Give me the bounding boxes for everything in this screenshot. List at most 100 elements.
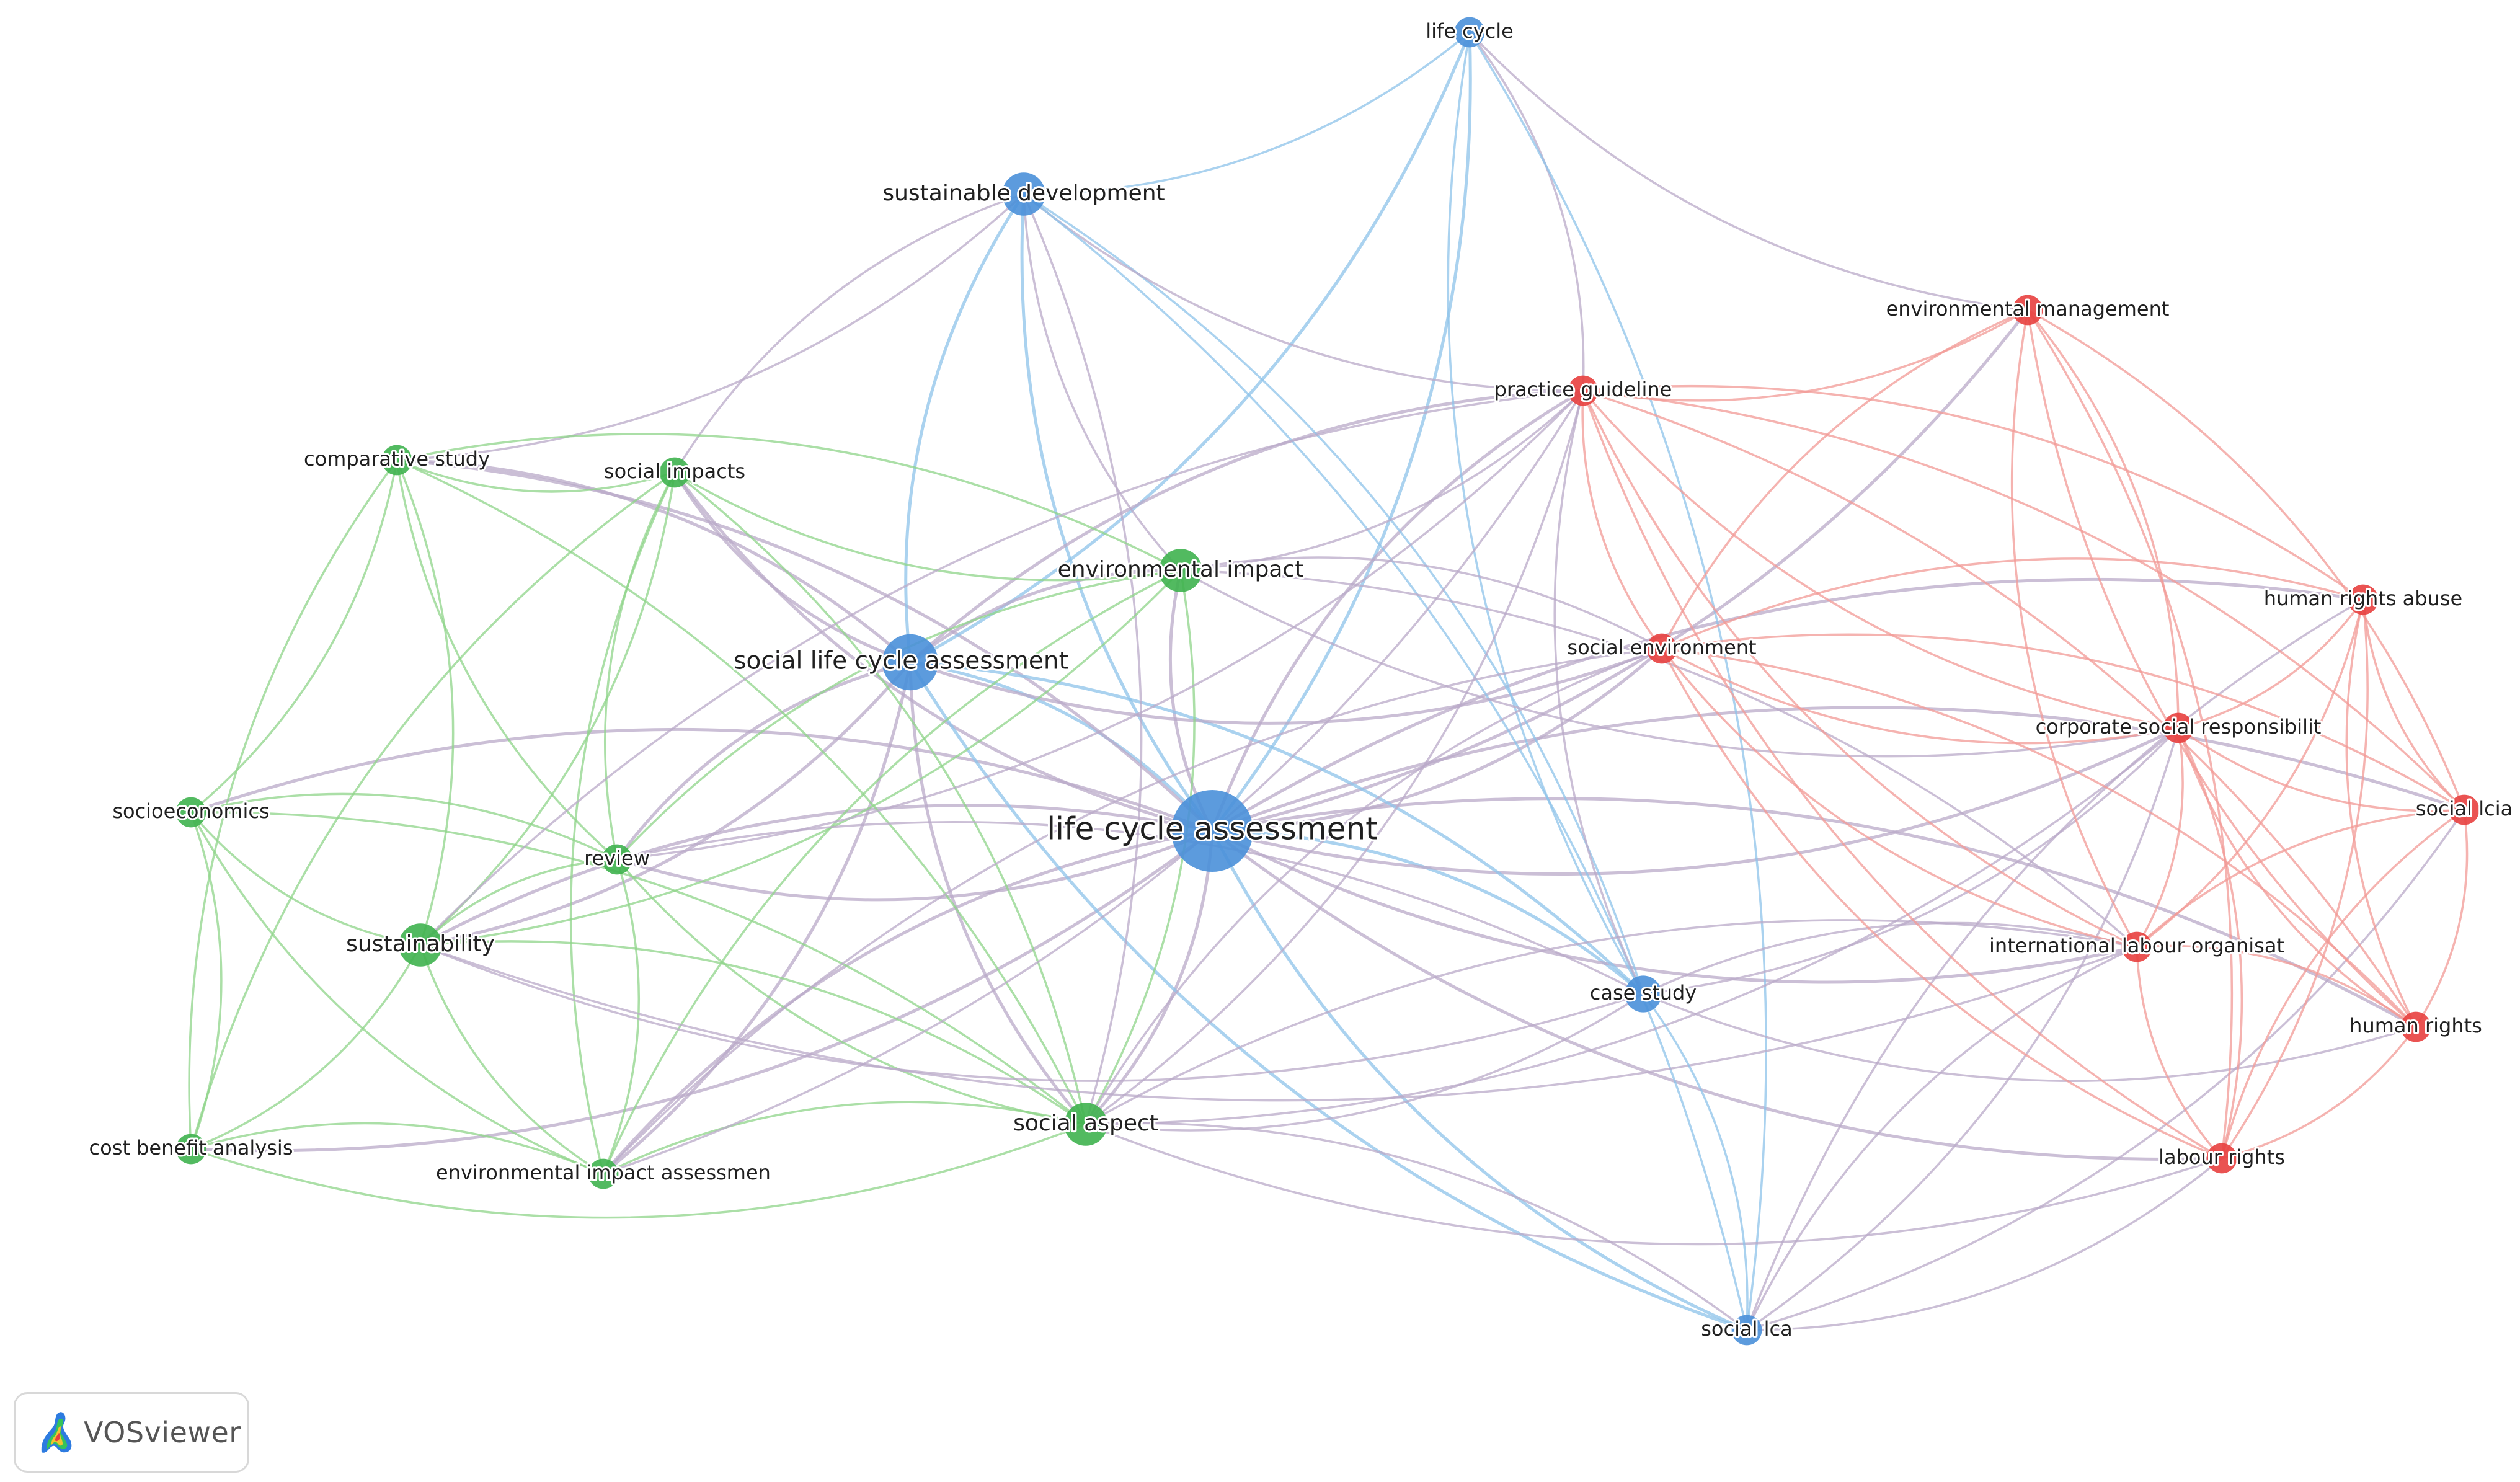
node-eia[interactable] bbox=[588, 1158, 619, 1189]
network-edge bbox=[188, 459, 398, 1150]
node-lc[interactable] bbox=[1454, 17, 1485, 48]
node-sa[interactable] bbox=[1064, 1103, 1107, 1146]
network-edge bbox=[420, 944, 1644, 1082]
node-label-slcia[interactable]: social lcia bbox=[2414, 795, 2514, 822]
network-edge bbox=[1447, 32, 1644, 995]
network-edge bbox=[2221, 1026, 2417, 1160]
network-edge bbox=[910, 647, 1662, 725]
node-label-eia[interactable]: environmental impact assessmen bbox=[434, 1159, 773, 1186]
node-pg[interactable] bbox=[1568, 375, 1599, 406]
node-label-si[interactable]: social impacts bbox=[602, 458, 747, 485]
node-label-sd[interactable]: sustainable development bbox=[881, 179, 1166, 208]
node-si[interactable] bbox=[659, 457, 690, 488]
node-slca[interactable] bbox=[882, 634, 939, 691]
vosviewer-brand-text: VOSviewer bbox=[84, 1416, 241, 1449]
node-lca[interactable] bbox=[1171, 790, 1253, 872]
node-label-pg[interactable]: practice guideline bbox=[1493, 376, 1674, 403]
network-edge bbox=[1212, 706, 2465, 833]
network-edge bbox=[1661, 647, 2137, 948]
network-edge bbox=[2136, 727, 2184, 947]
node-label-lc[interactable]: life cycle bbox=[1424, 17, 1515, 45]
network-edge bbox=[190, 1122, 604, 1175]
node-label-cps[interactable]: comparative study bbox=[302, 445, 492, 473]
node-label-ilo[interactable]: international labour organisat bbox=[1987, 932, 2286, 959]
node-label-hr[interactable]: human rights bbox=[2348, 1012, 2484, 1039]
node-label-lca[interactable]: life cycle assessment bbox=[1045, 809, 1380, 849]
node-em[interactable] bbox=[2012, 295, 2043, 326]
network-edge bbox=[2221, 809, 2465, 1159]
network-edge bbox=[2178, 598, 2364, 729]
network-edge bbox=[2362, 599, 2465, 811]
node-ilo[interactable] bbox=[2121, 931, 2152, 962]
vosviewer-logo: VOSviewer bbox=[14, 1392, 249, 1473]
network-edge bbox=[1211, 830, 2222, 1161]
node-sl[interactable] bbox=[1731, 1315, 1762, 1346]
network-edge bbox=[1661, 309, 2028, 649]
network-edge bbox=[2026, 309, 2180, 729]
node-label-rv[interactable]: review bbox=[582, 845, 652, 872]
network-edge bbox=[602, 829, 1213, 1175]
network-edge bbox=[1085, 727, 2180, 1125]
network-edge bbox=[2136, 809, 2465, 948]
node-rv[interactable] bbox=[601, 844, 632, 875]
node-sd[interactable] bbox=[1002, 172, 1045, 216]
node-label-hra[interactable]: human rights abuse bbox=[2262, 585, 2464, 612]
network-edge bbox=[1661, 633, 2465, 811]
node-label-cba[interactable]: cost benefit analysis bbox=[87, 1134, 295, 1161]
node-label-cs[interactable]: case study bbox=[1588, 979, 1698, 1006]
network-edge bbox=[604, 472, 676, 860]
network-edge bbox=[2177, 727, 2465, 812]
network-edge bbox=[910, 660, 1644, 995]
network-edge bbox=[1023, 193, 1748, 1331]
network-edge bbox=[396, 193, 1025, 461]
node-label-su[interactable]: sustainability bbox=[344, 930, 497, 959]
node-label-lr[interactable]: labour rights bbox=[2157, 1143, 2287, 1171]
network-edge bbox=[1211, 577, 2364, 833]
node-label-sl[interactable]: social lca bbox=[1699, 1315, 1795, 1342]
network-edge bbox=[1212, 726, 2180, 876]
network-edge bbox=[190, 1123, 1086, 1219]
network-edge bbox=[615, 660, 911, 861]
network-edge bbox=[1023, 193, 1584, 392]
network-edge bbox=[420, 944, 2137, 1102]
node-cs[interactable] bbox=[1625, 975, 1662, 1013]
network-edge bbox=[1020, 193, 1214, 832]
network-edge bbox=[908, 662, 1087, 1125]
node-cps[interactable] bbox=[381, 445, 412, 476]
network-edge bbox=[190, 811, 421, 946]
node-se[interactable] bbox=[175, 797, 206, 828]
network-edge bbox=[1180, 569, 2138, 948]
network-edge bbox=[1553, 390, 1644, 995]
network-edge bbox=[2136, 946, 2223, 1160]
network-edge bbox=[1212, 647, 1663, 833]
node-label-sen[interactable]: social environment bbox=[1565, 634, 1758, 661]
network-edge bbox=[569, 472, 676, 1174]
node-csr[interactable] bbox=[2163, 712, 2194, 743]
node-hra[interactable] bbox=[2348, 584, 2379, 615]
node-label-se[interactable]: socioeconomics bbox=[110, 797, 271, 825]
node-su[interactable] bbox=[399, 923, 442, 967]
network-edge bbox=[2010, 309, 2138, 947]
network-edge bbox=[2026, 309, 2417, 1028]
network-edge bbox=[1468, 31, 1585, 391]
network-edge bbox=[1085, 390, 1584, 1125]
network-edge bbox=[1180, 569, 2179, 758]
network-edge bbox=[1582, 389, 2179, 729]
network-edge bbox=[1023, 193, 1182, 572]
node-label-csr[interactable]: corporate social responsibilit bbox=[2034, 713, 2323, 740]
node-label-slca[interactable]: social life cycle assessment bbox=[732, 646, 1070, 677]
node-label-ei[interactable]: environmental impact bbox=[1056, 555, 1306, 584]
node-label-em[interactable]: environmental management bbox=[1884, 295, 2172, 322]
node-sen[interactable] bbox=[1646, 633, 1677, 664]
node-cba[interactable] bbox=[175, 1134, 206, 1165]
network-edge bbox=[396, 459, 618, 861]
node-slcia[interactable] bbox=[2449, 794, 2480, 825]
node-hr[interactable] bbox=[2400, 1011, 2431, 1042]
network-edge bbox=[909, 569, 1181, 663]
node-lr[interactable] bbox=[2206, 1143, 2237, 1174]
node-label-sa[interactable]: social aspect bbox=[1011, 1109, 1160, 1138]
network-edge bbox=[396, 433, 1181, 572]
node-ei[interactable] bbox=[1159, 549, 1202, 592]
network-edge bbox=[1746, 809, 2465, 1331]
